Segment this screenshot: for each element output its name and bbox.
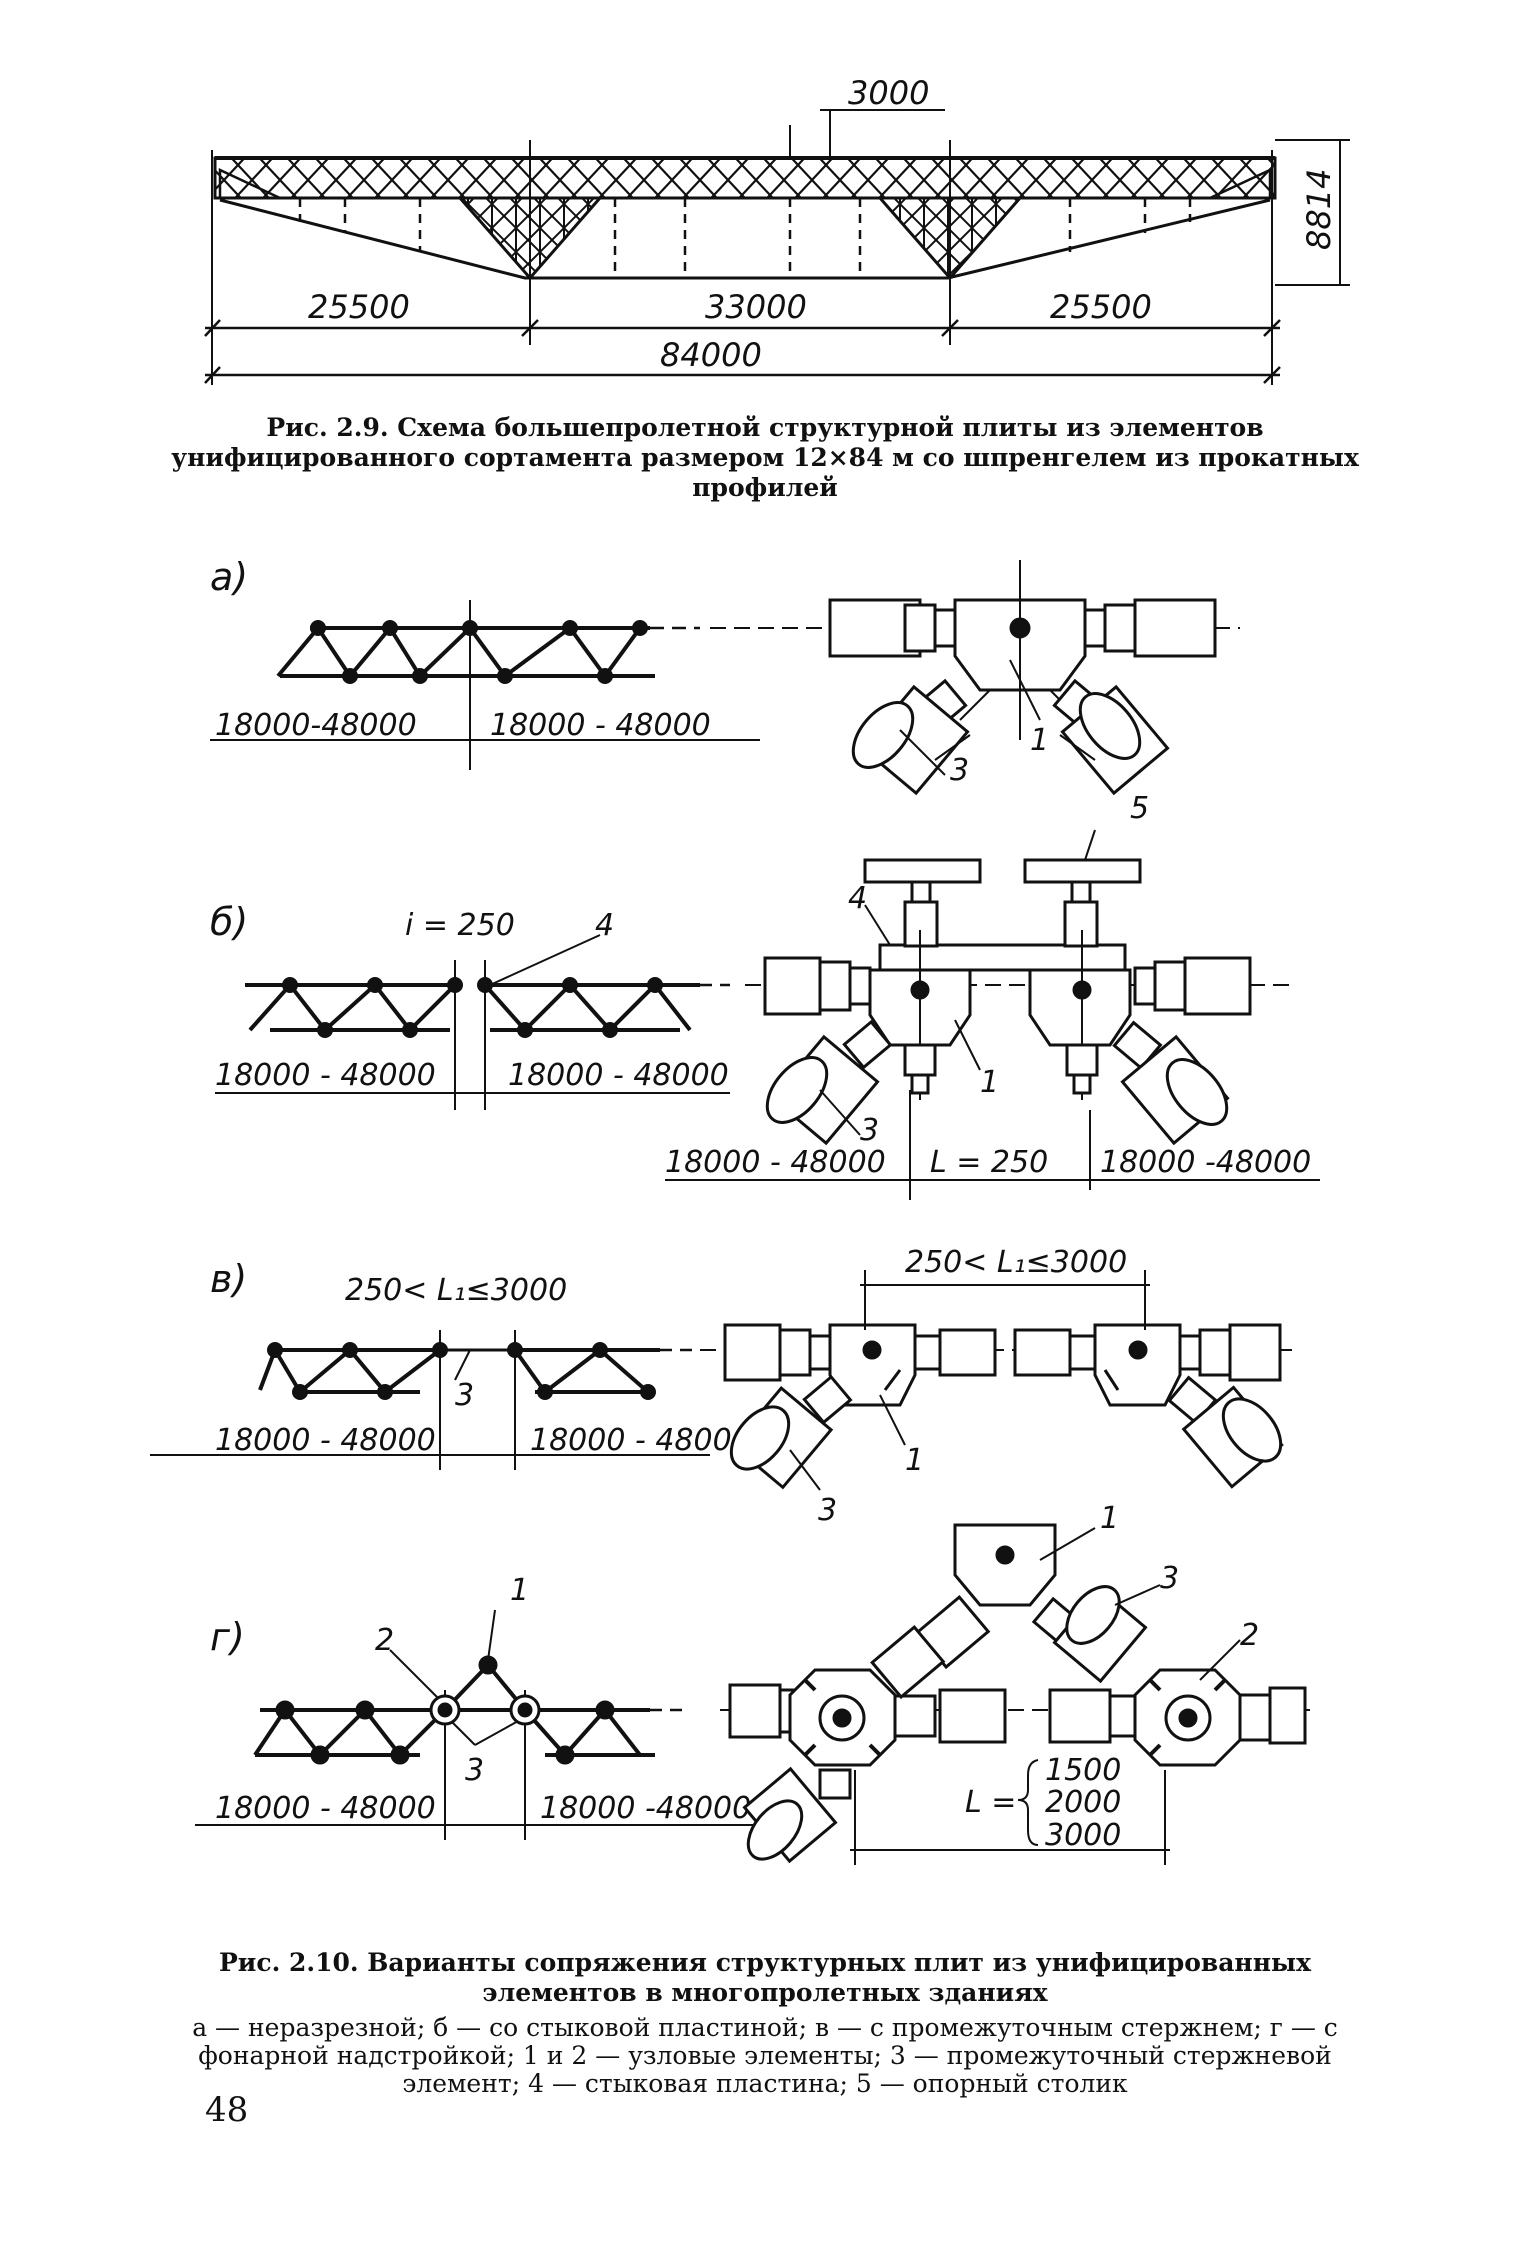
fig-b-callout-1: 1 (980, 1065, 999, 1100)
fig29-dimension-labels: 3000 8814 25500 33000 25500 84000 (308, 74, 1338, 374)
fig210-a-scheme (210, 600, 760, 770)
fig-v-letter: в) (210, 1257, 247, 1301)
fig-b-callout-5: 5 (1130, 791, 1149, 826)
fig-g-l-value-1: 1500 (1045, 1753, 1121, 1788)
fig-g-span-left: 18000 - 48000 (215, 1791, 436, 1826)
fig-b-span-left: 18000 - 48000 (215, 1058, 436, 1093)
fig-a-callout-3: 3 (950, 753, 969, 788)
fig-g-l-label: L = (965, 1785, 1016, 1820)
dim-8814: 8814 (1300, 169, 1338, 250)
fig29-caption: Рис. 2.9. Схема большепролетной структур… (150, 413, 1380, 503)
fig-g-span-right: 18000 -48000 (540, 1791, 751, 1826)
fig-b-callout-3: 3 (860, 1113, 879, 1148)
fig-v-span-right: 18000 - 48000 (530, 1423, 751, 1458)
fig210-a-nodes (310, 620, 648, 684)
fig-g-callout-1: 1 (1100, 1501, 1119, 1536)
page-number: 48 (205, 2090, 249, 2130)
fig-g-l-value-2: 2000 (1045, 1785, 1121, 1820)
fig210-b-node-detail (665, 858, 1320, 1200)
fig-v-gap-label: 250< L₁≤3000 (345, 1273, 567, 1308)
fig-a-letter: а) (210, 555, 248, 599)
fig-b-detail-span-left: 18000 - 48000 (665, 1145, 886, 1180)
fig210-legend: а — неразрезной; б — со стыковой пластин… (192, 2013, 1338, 2098)
fig-v-callout-1: 1 (905, 1443, 924, 1478)
fig210-v-labels: в) 250< L₁≤3000 3 18000 - 48000 18000 - … (210, 1257, 751, 1458)
fig210-v-node-detail (700, 1270, 1300, 1490)
fig210-v-nodes (267, 1342, 656, 1400)
fig29-caption-number: Рис. 2.9. (266, 413, 389, 442)
fig210-b-nodes (282, 977, 663, 1038)
fig210-a-labels: а) 18000-48000 18000 - 48000 (210, 555, 711, 743)
fig210-g-nodes (275, 1655, 615, 1765)
fig-g-callout-1-left: 1 (510, 1573, 529, 1608)
dim-25500-right: 25500 (1050, 288, 1152, 326)
fig-a-span-left: 18000-48000 (215, 708, 417, 743)
fig29-caption-text: Схема большепролетной структурной плиты … (171, 413, 1359, 502)
fig-b-letter: б) (210, 900, 248, 944)
fig-a-callout-1: 1 (1030, 723, 1049, 758)
fig210-caption: Рис. 2.10. Варианты сопряжения структурн… (150, 1948, 1380, 2098)
fig210-a-callouts: 1 3 (899, 659, 1049, 788)
fig210-caption-text: Варианты сопряжения структурных плит из … (367, 1948, 1311, 2007)
fig-g-letter: г) (210, 1615, 245, 1659)
fig29-truss-elevation (204, 109, 1350, 385)
fig-b-callout-4: 4 (848, 881, 867, 916)
fig210-g-node-detail (720, 1523, 1310, 1865)
dim-33000: 33000 (705, 288, 807, 326)
fig210-g-callouts: 1 3 2 L = 1500 2000 3000 (965, 1501, 1259, 1853)
fig-b-callout-4-left: 4 (595, 908, 614, 943)
fig210-b-labels: б) i = 250 4 18000 - 48000 18000 - 48000 (210, 900, 729, 1093)
fig-v-callout-3: 3 (818, 1493, 837, 1528)
fig-v-span-left: 18000 - 48000 (215, 1423, 436, 1458)
fig-b-detail-gap: L = 250 (930, 1145, 1048, 1180)
fig210-v-callouts: 250< L₁≤3000 1 3 (789, 1245, 1127, 1528)
fig210-b-callouts: 5 4 1 3 18000 - 48000 L = 250 18000 -480… (665, 791, 1311, 1180)
fig-g-callout-2: 2 (1240, 1618, 1259, 1653)
fig210-caption-number: Рис. 2.10. (219, 1948, 359, 1977)
dim-25500-left: 25500 (308, 288, 410, 326)
dim-3000: 3000 (848, 74, 929, 112)
fig-b-span-right: 18000 - 48000 (508, 1058, 729, 1093)
fig210-g-labels: г) 2 1 3 18000 - 48000 18000 -48000 (210, 1573, 751, 1826)
fig-g-l-value-3: 3000 (1045, 1818, 1121, 1853)
fig-a-span-right: 18000 - 48000 (490, 708, 711, 743)
fig210-a-node-detail (710, 560, 1240, 796)
fig-b-detail-span-right: 18000 -48000 (1100, 1145, 1311, 1180)
fig-g-callout-3: 3 (1160, 1561, 1179, 1596)
fig-v-callout-3-left: 3 (455, 1378, 474, 1413)
fig-g-callout-2-left: 2 (375, 1623, 394, 1658)
fig-g-callout-3-left: 3 (465, 1753, 484, 1788)
fig-v-detail-gap-label: 250< L₁≤3000 (905, 1245, 1127, 1280)
dim-84000: 84000 (660, 336, 762, 374)
fig-b-gap-label: i = 250 (405, 908, 515, 943)
